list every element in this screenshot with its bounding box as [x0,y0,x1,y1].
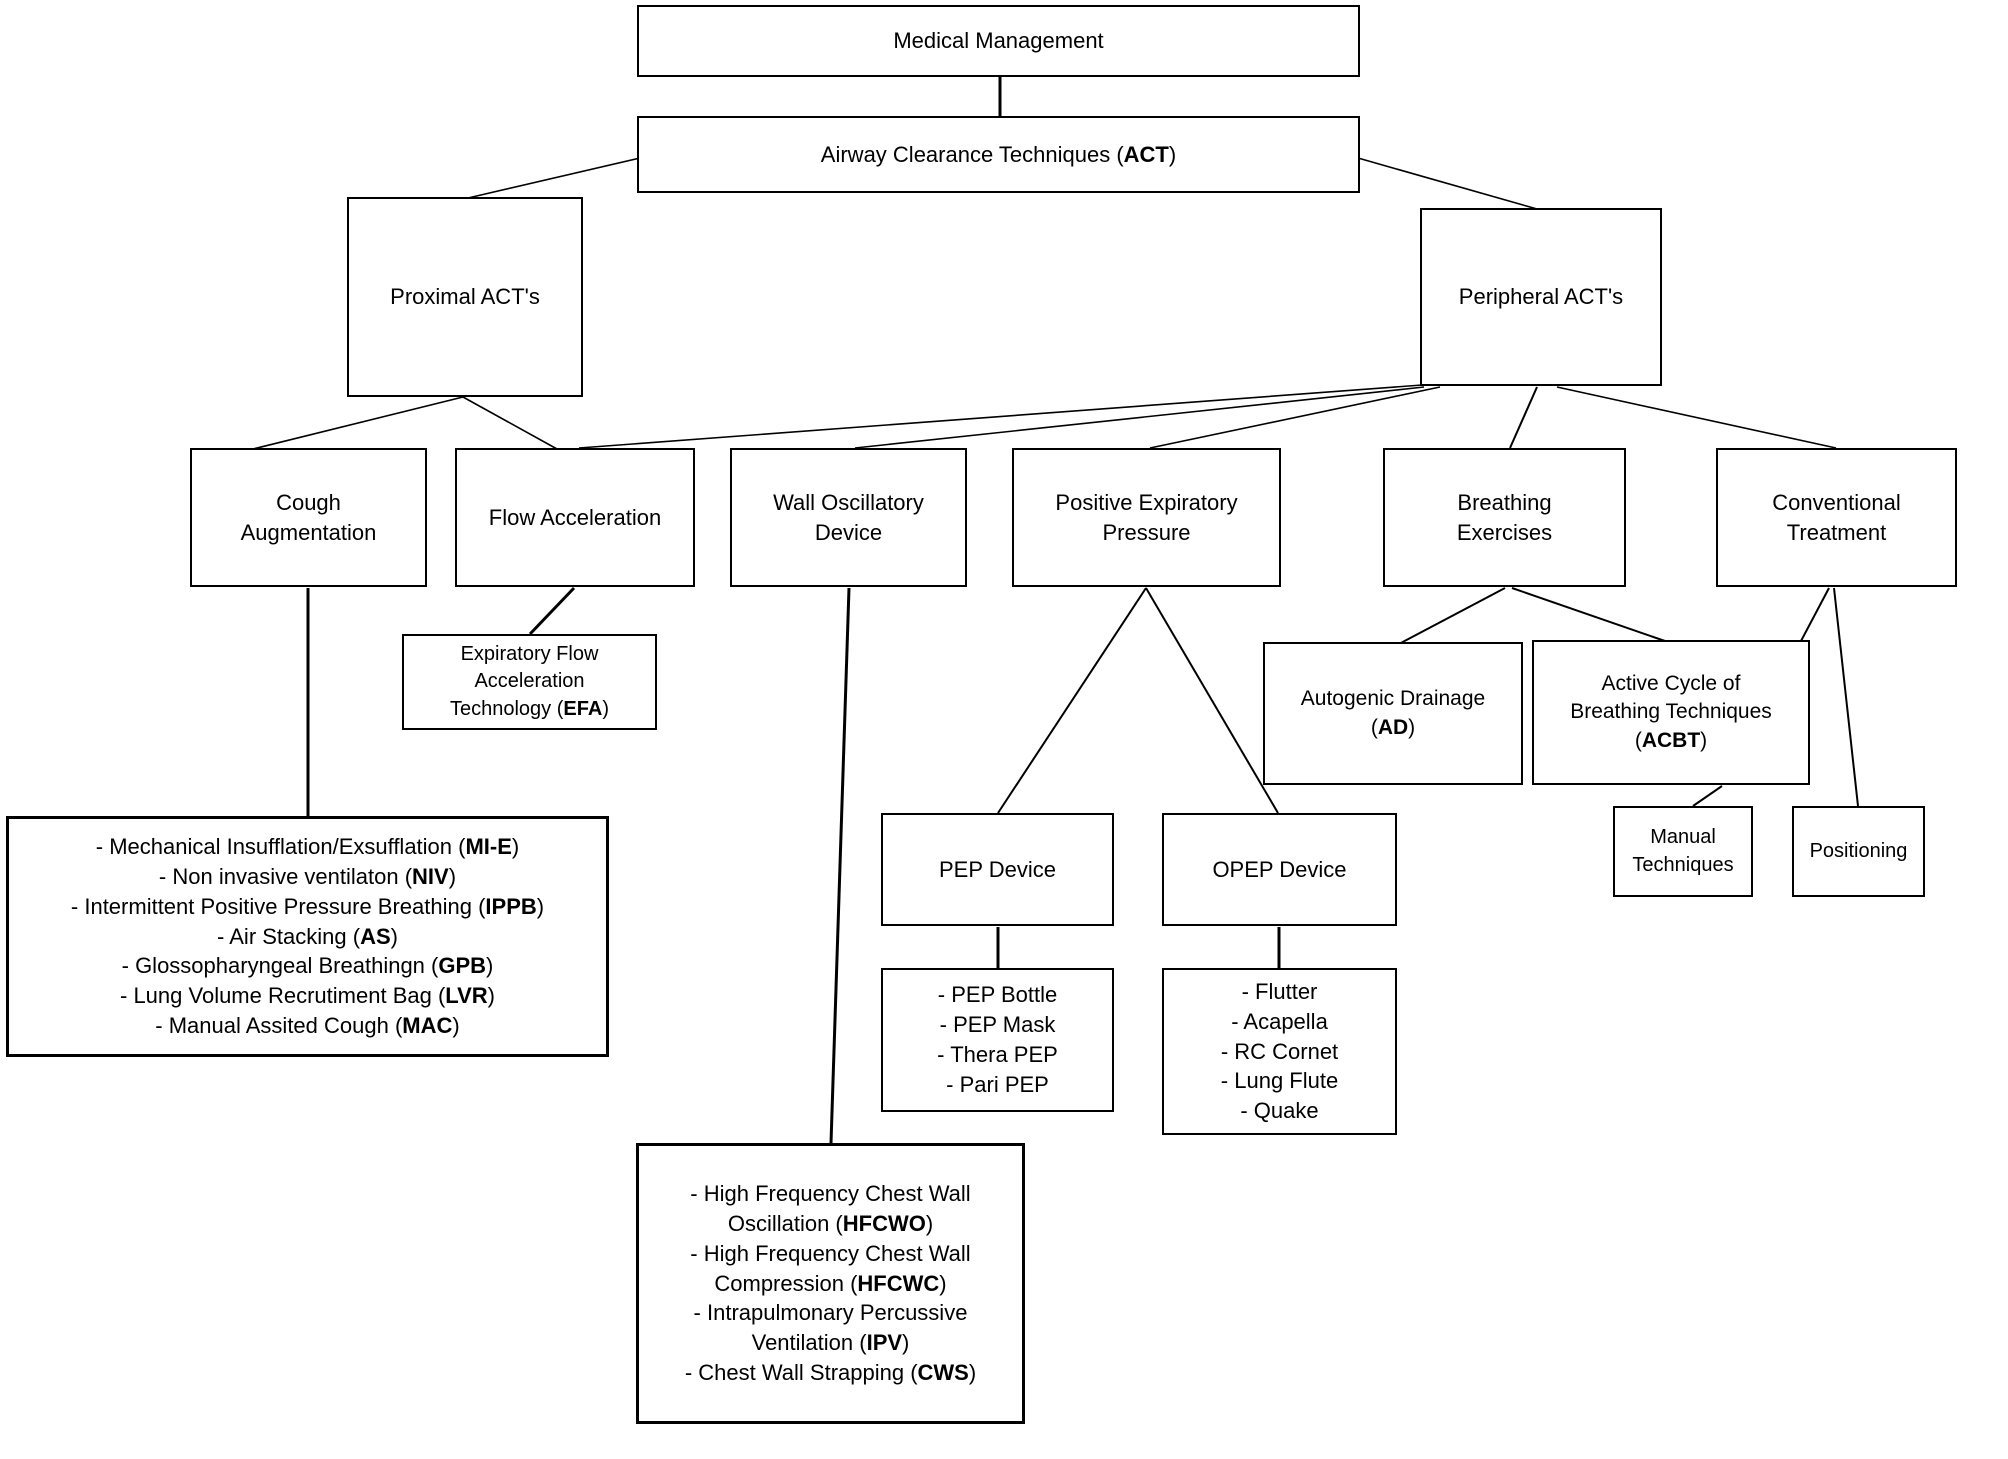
node-wall-list-label-line: Compression (HFCWC) [714,1270,947,1296]
node-act-label-line: Airway Clearance Techniques (ACT) [820,141,1177,167]
node-positioning: Positioning [1792,806,1925,897]
node-acbt-label-line: (ACBT) [1634,728,1708,752]
node-opep-list-label-line: - Lung Flute [1220,1068,1339,1094]
node-ad: Autogenic Drainage (AD) [1263,642,1523,785]
node-wall-list-label-line: Ventilation (IPV) [751,1330,910,1356]
node-efa-label-line: Expiratory Flow [460,643,599,666]
edge-acbt-to-manual [1692,785,1723,807]
node-ad-label-line: (AD) [1370,715,1416,739]
node-peripheral: Peripheral ACT's [1420,208,1662,386]
node-wall-list-label-line: - Intrapulmonary Percussive [693,1300,968,1326]
edge-pos-exp-to-pep-device [997,587,1147,814]
node-breathing-label-line: Breathing [1457,489,1552,515]
node-act: Airway Clearance Techniques (ACT) [637,116,1360,193]
node-cough-list-label-line: - Lung Volume Recrutiment Bag (LVR) [120,983,495,1009]
node-cough-list-label-line: - Non invasive ventilaton (NIV) [158,863,457,889]
node-cough-label-line: Augmentation [240,519,377,545]
node-flow: Flow Acceleration [455,448,695,587]
edge-conventional-to-acbt [1800,587,1830,642]
node-pep-list-label-line: - Thera PEP [937,1042,1058,1067]
edge-proximal-to-cough [252,396,464,450]
edge-act-to-proximal [467,157,641,199]
edge-peripheral-to-breathing [1509,386,1538,449]
node-proximal-label-line: Proximal ACT's [390,284,540,310]
node-pep-list-label-line: - Pari PEP [946,1071,1049,1097]
node-wall-list-label-line: - Chest Wall Strapping (CWS) [684,1360,977,1386]
node-pep-device-label-line: PEP Device [939,856,1056,882]
node-cough-list-label-line: - Manual Assited Cough (MAC) [155,1013,460,1039]
node-wall-label-line: Device [814,519,883,545]
node-opep-list: - Flutter - Acapella - RC Cornet - Lung Flu… [1162,968,1397,1135]
node-efa-label-line: Technology (EFA) [450,697,609,720]
node-flow-label-line: Flow Acceleration [488,504,662,530]
node-pep-device: PEP Device [881,813,1114,926]
node-wall-label-line: Wall Oscillatory [773,489,924,515]
node-pep-list-label-line: - PEP Bottle [937,982,1058,1008]
node-cough-list-label-line: - Glossopharyngeal Breathingn (GPB) [121,953,494,979]
node-conventional-label-line: Conventional [1772,489,1901,515]
edge-peripheral-to-conventional [1556,386,1837,449]
edge-peripheral-to-flow [578,384,1423,449]
node-cough-list-label-line: - Mechanical Insufflation/Exsufflation (… [95,833,520,859]
node-proximal: Proximal ACT's [347,197,583,397]
node-opep-list-label-line: - Acapella [1231,1008,1328,1034]
node-ad-label-line: Autogenic Drainage [1300,686,1486,710]
edge-peripheral-to-pos-exp [1149,386,1441,449]
node-manual-label-line: Manual [1650,826,1716,849]
node-pos-exp-label-line: Pressure [1102,519,1191,545]
node-wall-list-label-line: Oscillation (HFCWO) [727,1210,934,1236]
node-opep-list-label-line: - Quake [1240,1098,1319,1124]
edge-breathing-to-acbt [1511,587,1666,642]
edge-peripheral-to-wall [854,386,1425,449]
node-opep-list-label-line: - Flutter [1241,978,1318,1004]
node-opep-device-label-line: OPEP Device [1212,856,1347,882]
edge-act-to-peripheral [1357,157,1538,210]
node-positioning-label-line: Positioning [1809,839,1908,862]
node-medical-management: Medical Management [637,5,1360,77]
node-pep-list-label-line: - PEP Mask [939,1012,1056,1038]
node-breathing-label-line: Exercises [1456,519,1553,545]
node-peripheral-label-line: Peripheral ACT's [1458,284,1624,310]
node-wall-list-label-line: - High Frequency Chest Wall [690,1240,971,1266]
node-acbt-label-line: Active Cycle of [1601,671,1741,695]
edge-pos-exp-to-opep-device [1145,587,1279,814]
node-opep-list-label-line: - RC Cornet [1220,1038,1339,1064]
node-cough-list: - Mechanical Insufflation/Exsufflation (… [6,816,609,1057]
node-pep-list: - PEP Bottle - PEP Mask - Thera PEP - Pari … [881,968,1114,1112]
node-cough-list-label-line: - Air Stacking (AS) [217,923,398,949]
node-acbt: Active Cycle of Breathing Techniques (ACBT… [1532,640,1810,785]
edge-flow-to-efa [528,586,576,636]
edge-conventional-to-positioning [1833,587,1859,807]
node-manual-label-line: Techniques [1632,853,1734,876]
node-cough-list-label-line: - Intermittent Positive Pressure Breathi… [70,893,545,919]
node-pos-exp-label-line: Positive Expiratory [1055,489,1238,515]
node-conventional-label-line: Treatment [1786,519,1887,545]
node-opep-device: OPEP Device [1162,813,1397,926]
node-cough-label-line: Cough [276,489,341,515]
edge-wall-to-wall-list [829,587,851,1144]
node-medical-management-label-line: Medical Management [893,28,1104,54]
edge-proximal-to-flow [462,396,558,450]
node-efa-label-line: Acceleration [474,670,585,693]
edge-breathing-to-ad [1396,587,1506,646]
node-wall-list-label-line: - High Frequency Chest Wall [690,1180,971,1206]
node-acbt-label-line: Breathing Techniques [1570,700,1772,724]
